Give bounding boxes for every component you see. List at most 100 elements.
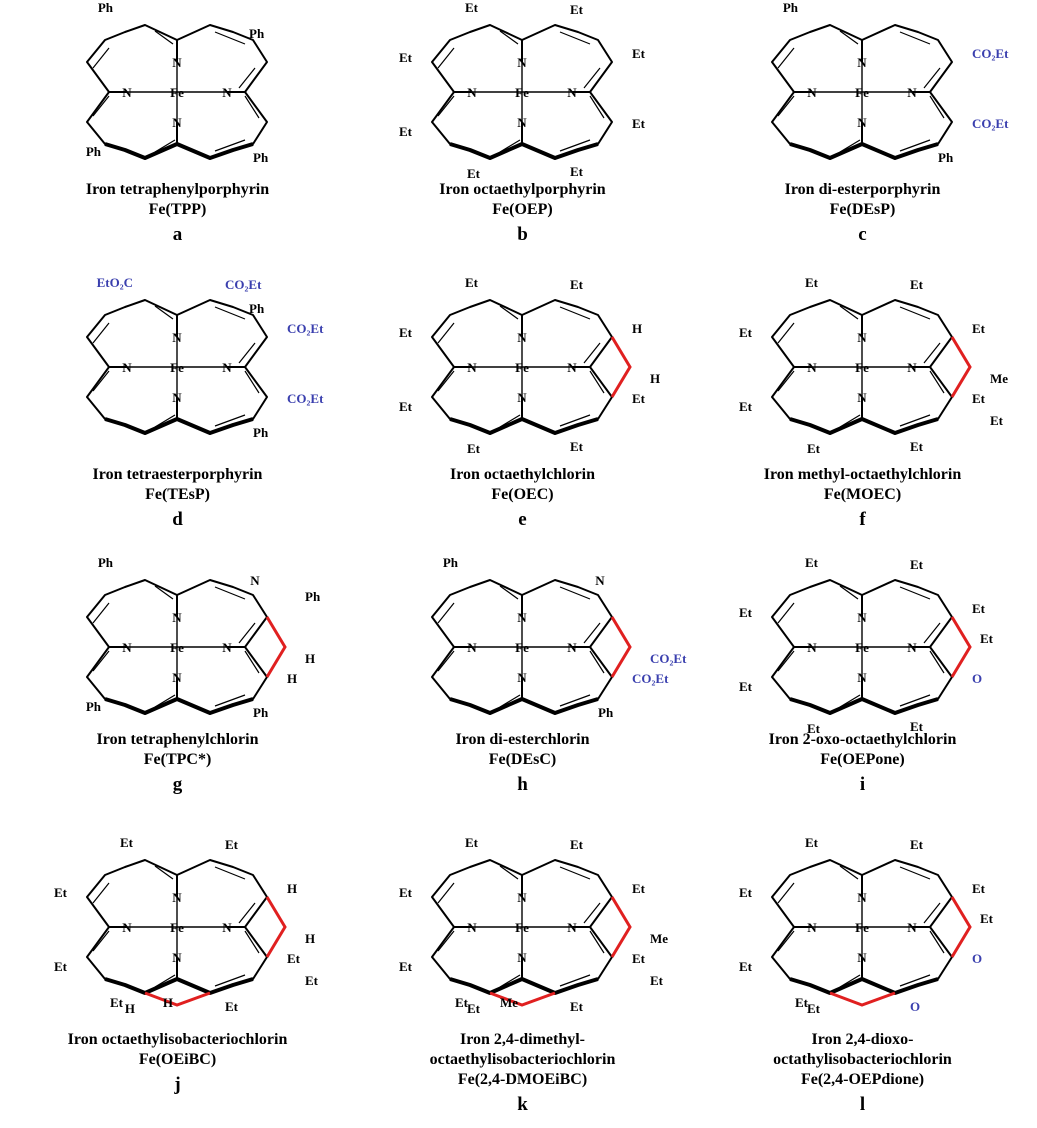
double-bond: [559, 414, 591, 427]
ring-bonds: [771, 24, 953, 160]
double-bond: [437, 650, 455, 672]
sp3-bond-mark: [950, 896, 972, 958]
substituent-label: H: [287, 671, 297, 686]
double-bond: [499, 865, 519, 880]
substituent-label: Et: [399, 885, 413, 900]
double-bond: [92, 882, 110, 904]
nitrogen-atom: N: [467, 920, 477, 935]
iron-atom: Fe: [515, 640, 529, 655]
double-bond: [583, 342, 601, 364]
nitrogen-atom: N: [517, 610, 527, 625]
compound-caption: Iron 2-oxo-octaethylchlorin Fe(OEPone) i: [690, 730, 1035, 797]
substituent-label: Et: [739, 679, 753, 694]
compound-abbreviation: Fe(2,4-OEPdione): [800, 1071, 925, 1088]
double-bond: [244, 370, 260, 394]
compound-abbreviation: Fe(MOEC): [823, 486, 902, 503]
substituent-label: Et: [807, 441, 821, 456]
substituent-label: Et: [570, 164, 584, 179]
iron-atom: Fe: [170, 640, 184, 655]
substituent-label: Et: [910, 439, 924, 454]
double-bond: [214, 414, 246, 427]
nitrogen-atom: N: [857, 890, 867, 905]
double-bond: [559, 866, 591, 880]
double-bond: [559, 974, 591, 987]
double-bond: [583, 622, 601, 644]
sp3-bond-mark: [610, 336, 632, 398]
double-bond: [559, 694, 591, 707]
nitrogen-atom: N: [567, 85, 577, 100]
substituent-label: Et: [910, 837, 924, 852]
nitrogen-atom: N: [172, 115, 182, 130]
compound-name: Iron 2-oxo-octaethylchlorin: [768, 731, 957, 748]
double-bond: [899, 866, 931, 880]
front-bond: [449, 977, 599, 995]
substituent-label: Ph: [443, 555, 459, 570]
substituent-label: Et: [990, 413, 1004, 428]
double-bond: [589, 930, 605, 954]
substituent-label: H: [287, 881, 297, 896]
double-bond: [559, 139, 591, 152]
nitrogen-atom: N: [222, 920, 232, 935]
substituent-label: H: [632, 321, 642, 336]
ring-bonds: [86, 579, 268, 715]
ring-bonds: [431, 24, 613, 160]
double-bond: [244, 650, 260, 674]
double-bond: [214, 31, 246, 45]
substituent-label: H: [650, 371, 660, 386]
substituent-label: Ph: [253, 425, 269, 440]
nitrogen-atom: N: [567, 360, 577, 375]
double-bond: [777, 650, 795, 672]
substituent-label: Et: [972, 881, 986, 896]
iron-atom: Fe: [855, 85, 869, 100]
double-bond: [437, 370, 455, 392]
double-bond: [437, 882, 455, 904]
compound-abbreviation: Fe(OEiBC): [138, 1051, 217, 1068]
nitrogen-atom: N: [517, 890, 527, 905]
substituent-label: Et: [570, 277, 584, 292]
iron-atom: Fe: [855, 640, 869, 655]
compound-name: Iron di-esterporphyrin: [784, 181, 941, 198]
substituent-label: Et: [972, 601, 986, 616]
substituent-label: Ph: [86, 144, 102, 159]
double-bond: [499, 585, 519, 600]
double-bond: [92, 370, 110, 392]
double-bond: [154, 585, 174, 600]
front-bond: [789, 142, 939, 160]
compound-caption: Iron octaethylisobacteriochlorin Fe(OEiB…: [5, 1030, 350, 1097]
substituent-label: CO₂Et: [972, 46, 1009, 61]
double-bond: [589, 650, 605, 674]
substituent-label: Et: [972, 321, 986, 336]
substituent-label: O: [972, 671, 982, 686]
sp3-bond-mark: [265, 896, 287, 958]
iron-atom: Fe: [515, 920, 529, 935]
double-bond: [929, 650, 945, 674]
substituent-label: Et: [980, 631, 994, 646]
substituent-label: Ph: [249, 26, 265, 41]
substituent-label: Ph: [253, 150, 269, 165]
double-bond: [214, 306, 246, 320]
ring-bonds: [431, 299, 613, 435]
substituent-label: Me: [500, 995, 518, 1010]
nitrogen-atom: N: [222, 360, 232, 375]
compound-abbreviation: Fe(TPC*): [143, 751, 212, 768]
nitrogen-atom: N: [172, 330, 182, 345]
substituent-label: Et: [910, 277, 924, 292]
substituent-label: Et: [225, 837, 239, 852]
front-bond: [104, 977, 254, 995]
nitrogen-atom: N: [857, 55, 867, 70]
nitrogen-atom: N: [467, 360, 477, 375]
substituent-label: Ph: [253, 705, 269, 720]
compound-letter: a: [172, 224, 183, 245]
substituent-label: Et: [465, 275, 479, 290]
compound-abbreviation: Fe(OEP): [492, 201, 553, 218]
compound-abbreviation: Fe(DEsC): [488, 751, 557, 768]
double-bond: [589, 370, 605, 394]
compound-caption: Iron tetraesterporphyrin Fe(TEsP) d: [5, 465, 350, 532]
nitrogen-atom: N: [517, 55, 527, 70]
double-bond: [839, 305, 859, 320]
substituent-label: CO₂Et: [650, 651, 687, 666]
compound-caption: Iron methyl-octaethylchlorin Fe(MOEC) f: [690, 465, 1035, 532]
